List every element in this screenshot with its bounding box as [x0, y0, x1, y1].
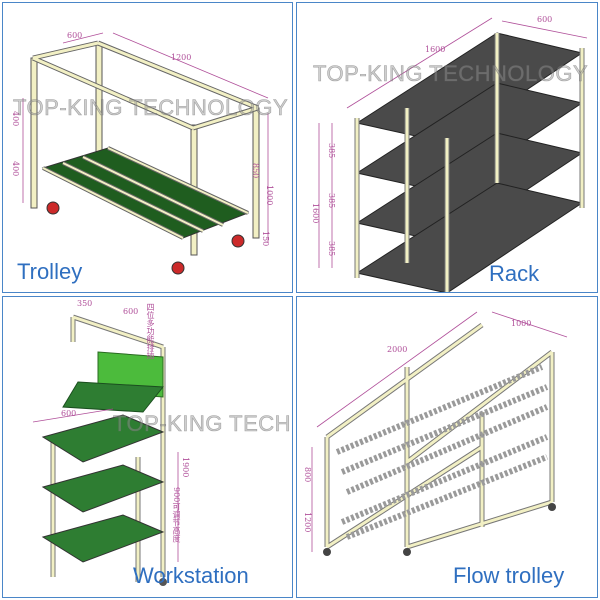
flow-trolley-drawing — [311, 311, 568, 556]
workstation-dim-top2: 600 — [123, 307, 139, 316]
workstation-caption: Workstation — [133, 563, 249, 588]
trolley-dim-h3: 850 — [251, 163, 260, 179]
rack-dim-h2: 385 — [327, 193, 336, 209]
flow-trolley-panel: 2000 1000 800 1200 Flow trolley — [296, 296, 598, 598]
rack-panel: 1600 600 385 385 385 1600 TOP-KING TECHN… — [296, 2, 598, 293]
trolley-dim-h1: 400 — [11, 111, 20, 127]
trolley-dim-h2: 400 — [11, 161, 20, 177]
rack-dim-total: 1600 — [311, 203, 320, 224]
flow-trolley-caption: Flow trolley — [453, 563, 565, 588]
workstation-dim-w: 600 — [61, 409, 77, 418]
rack-dim-h3: 385 — [327, 241, 336, 257]
workstation-dim-h: 1900 — [181, 457, 190, 478]
rack-dim-length: 1600 — [425, 45, 446, 54]
trolley-panel: 600 1200 400 400 850 1000 150 TOP-KING T… — [2, 2, 293, 293]
workstation-panel: 350 600 四位多功能排插 600 1900 900可调节高度 TOP-KI… — [2, 296, 293, 598]
workstation-watermark: TOP-KING TECHNOLOGY — [113, 411, 292, 437]
rack-dim-h1: 385 — [327, 143, 336, 159]
rack-drawing — [318, 17, 588, 292]
trolley-watermark: TOP-KING TECHNOLOGY — [13, 95, 289, 121]
flow-trolley-dim-length: 2000 — [387, 345, 408, 354]
trolley-drawing — [22, 32, 269, 275]
workstation-dim-top: 350 — [77, 299, 93, 308]
workstation-drawing — [32, 314, 179, 586]
trolley-dim-length: 1200 — [171, 53, 192, 62]
rack-caption: Rack — [489, 261, 540, 286]
trolley-dim-width: 600 — [67, 31, 83, 40]
trolley-caption: Trolley — [17, 259, 83, 284]
flow-trolley-dim-width: 1000 — [511, 319, 532, 328]
trolley-dim-h4: 1000 — [265, 185, 274, 206]
flow-trolley-dim-h1: 800 — [303, 467, 312, 483]
trolley-dim-h5: 150 — [261, 231, 270, 247]
workstation-dim-note: 900可调节高度 — [172, 487, 181, 543]
workstation-dim-title: 四位多功能排插 — [146, 303, 155, 359]
rack-dim-width: 600 — [537, 15, 553, 24]
flow-trolley-dim-h2: 1200 — [303, 512, 312, 533]
rack-watermark: TOP-KING TECHNOLOGY — [313, 61, 589, 87]
